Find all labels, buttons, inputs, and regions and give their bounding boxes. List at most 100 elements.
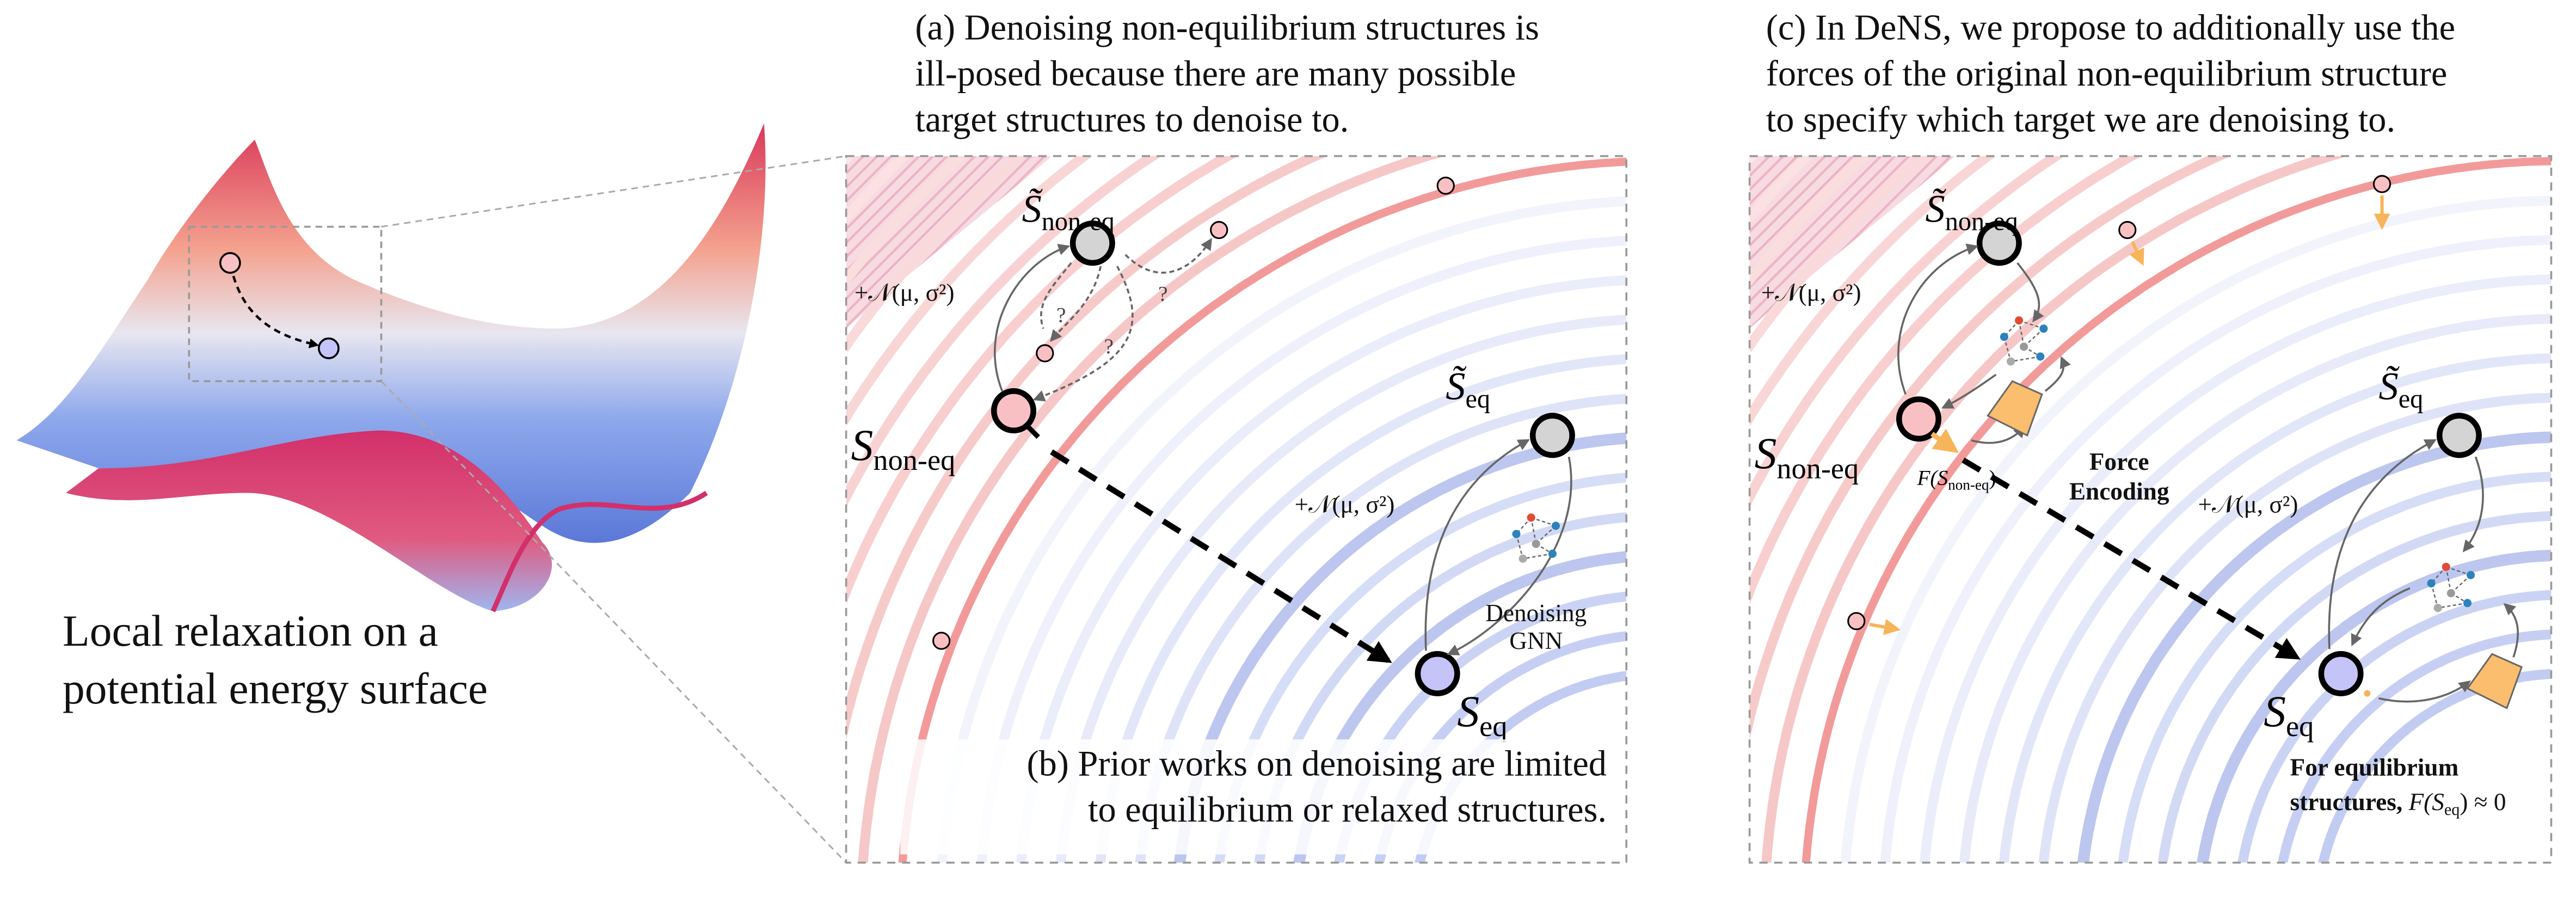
contour-line [1095, 354, 1627, 863]
left-caption-line1: Local relaxation on a [63, 606, 438, 655]
zoom-line-bottom [380, 381, 847, 863]
contour-line [2197, 549, 2552, 863]
eq-label: Seq [1457, 687, 1507, 743]
contour-line [2077, 431, 2552, 863]
ambiguous-arrow [1032, 266, 1134, 402]
contour-line [1749, 156, 1872, 286]
contour-line [976, 236, 1627, 863]
contour-line [846, 156, 1237, 605]
noneq-label: Snon-eq [851, 420, 956, 476]
noisy-noneq-label: S̃non-eq [1926, 186, 2018, 236]
denoise-arrow [1447, 456, 1572, 655]
input-arrow [2016, 262, 2044, 323]
contour-line [1880, 235, 2552, 863]
contour-line [1761, 156, 2348, 863]
question-mark: ? [1056, 304, 1066, 327]
contour-line [1055, 315, 1627, 863]
gnn-icon [2000, 316, 2048, 366]
gnn-label: Denoising [1485, 599, 1587, 627]
candidate-target [1210, 220, 1228, 240]
noisy-noneq-node [1069, 220, 1115, 266]
eq-node [1415, 651, 1460, 696]
gnn-icon [2427, 562, 2475, 612]
other-structure [2372, 175, 2391, 193]
caption-c-line2: forces of the original non-equilibrium s… [1766, 54, 2448, 94]
noise-arrow [1424, 439, 1530, 651]
noisy-eq-node [2436, 413, 2482, 458]
other-structure [1847, 612, 1866, 630]
contour-line [1749, 156, 1996, 427]
denoise-arrow [1941, 373, 1997, 409]
question-mark: ? [1158, 282, 1167, 305]
caption-a-line2: ill-posed because there are many possibl… [915, 54, 1516, 94]
equilibrium-note-line2: structures, F(Seq) ≈ 0 [2290, 788, 2506, 819]
end-point [318, 337, 340, 359]
noisy-noneq-node [1976, 220, 2022, 266]
candidate-target [1036, 344, 1054, 363]
noise-label: +𝒩(μ, σ²) [1295, 491, 1395, 518]
question-mark: ? [1104, 335, 1113, 358]
zero-force-dot [2364, 690, 2371, 697]
caption-c-line1: (c) In DeNS, we propose to additionally … [1766, 8, 2455, 47]
relaxation-arrow [232, 275, 319, 348]
noisy-eq-node [1529, 413, 1575, 458]
noneq-node [1896, 396, 1941, 442]
contour-line [2118, 471, 2552, 863]
contour-line [1749, 156, 2065, 506]
panel-c-border [1748, 155, 2553, 864]
contour-line [1749, 156, 2140, 605]
force-encoding-label: Encoding [2069, 478, 2169, 505]
contour-line [846, 156, 1093, 427]
encode-arrow [2044, 356, 2071, 392]
noise-arrow [2328, 439, 2437, 649]
contour-line [1802, 157, 2552, 863]
eq-label: Seq [2264, 687, 2314, 743]
panel-b: ? ? ? Denoising GNN S̃non-eq Snon-eq S̃e… [845, 155, 1628, 864]
contour-line [1959, 314, 2552, 863]
caption-b-line2: to equilibrium or relaxed structures. [1088, 790, 1607, 830]
panel-b-border [845, 155, 1628, 864]
noise-label: +𝒩(μ, σ²) [854, 279, 955, 306]
zoom-region-box [188, 225, 383, 383]
force-noneq-label: F(Snon-eq) [1916, 466, 1996, 493]
energy-surface [16, 123, 766, 612]
contour-line [2277, 629, 2552, 863]
contour-line [846, 156, 1029, 352]
noisy-eq-label: S̃eq [2379, 364, 2424, 413]
contour-line [937, 196, 1627, 863]
force-arrow [1869, 618, 1901, 635]
gnn-icon [1512, 513, 1560, 563]
candidate-target [1436, 176, 1455, 195]
noisy-eq-label: S̃eq [1446, 364, 1490, 413]
caption-b-line1: (b) Prior works on denoising are limited [1026, 744, 1607, 784]
left-caption-line2: potential energy surface [63, 664, 488, 713]
contour-line [1999, 353, 2552, 863]
caption-a-line1: (a) Denoising non-equilibrium structures… [915, 8, 1539, 47]
caption-c-line3: to specify which target we are denoising… [1766, 100, 2395, 139]
relaxation-arrow [1050, 449, 1392, 663]
contour-line [846, 156, 910, 226]
ambiguous-arrow [1124, 237, 1212, 274]
contour-line [846, 156, 1162, 506]
noise-label: +𝒩(μ, σ²) [2198, 491, 2298, 518]
zoom-line-top [381, 155, 846, 228]
force-encoder-icon [2466, 653, 2523, 709]
contour-line [2038, 393, 2552, 863]
noisy-noneq-label: S̃non-eq [1022, 186, 1115, 236]
noise-arrow [1897, 243, 1979, 395]
ambiguous-arrow [1040, 262, 1072, 329]
noise-label: +𝒩(μ, σ²) [1761, 279, 1861, 306]
energy-contours [846, 156, 1627, 863]
panel-c: Force Encoding F(Snon-eq) S̃non-eq Snon-… [1748, 155, 2553, 864]
ambiguous-arrow [1050, 266, 1102, 342]
contour-line [1749, 156, 2231, 740]
gnn-label: GNN [1509, 627, 1563, 654]
contour-line [1749, 156, 1813, 226]
noneq-label: Snon-eq [1755, 428, 1859, 485]
noise-arrow [994, 243, 1071, 391]
contour-line [1749, 156, 1932, 352]
input-arrow [2462, 456, 2484, 553]
contour-line [1920, 274, 2552, 863]
force-encoder-icon [1986, 380, 2043, 437]
